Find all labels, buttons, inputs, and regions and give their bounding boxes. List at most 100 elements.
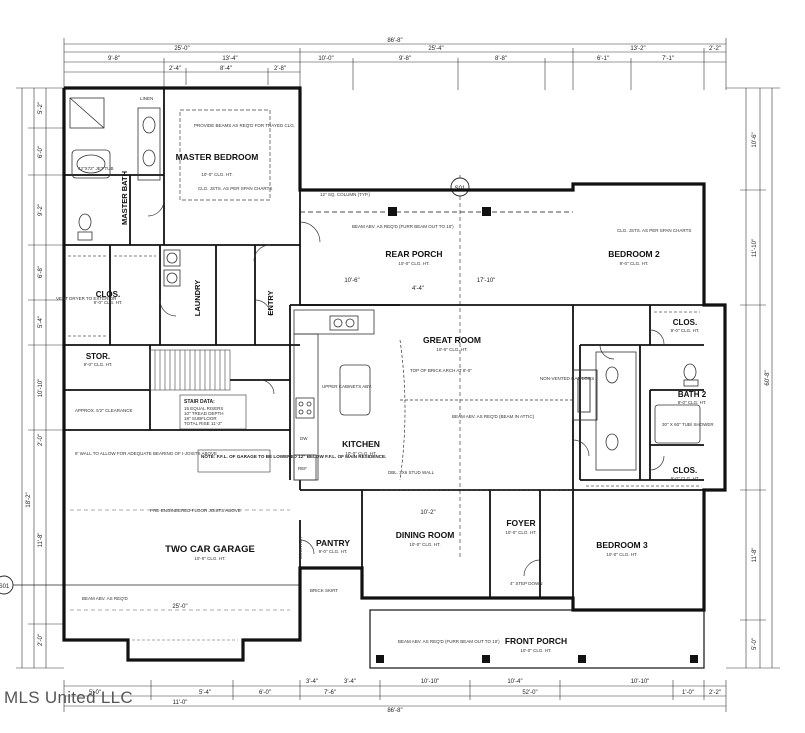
room-ceiling: 10'-0" CLG. HT. [194, 556, 225, 561]
dim-top: 6'-1" [597, 56, 609, 62]
brick-arch [380, 339, 573, 491]
stair-data-line: 10" TREAD DEPTH [184, 411, 224, 416]
room-label-master-bedroom: MASTER BEDROOM [176, 152, 259, 162]
room-label-bedroom-3: BEDROOM 3 [596, 540, 648, 550]
note-jet-tub: 42"X72" JET TUB [78, 166, 114, 171]
dim-dining: 10'-2" [420, 510, 435, 516]
jet-tub [71, 149, 111, 179]
room-label-foyer: FOYER [506, 518, 535, 528]
dim-great-room: 4'-4" [412, 286, 424, 292]
dim-bottom: 7'-6" [324, 690, 336, 696]
stair-data-title: STAIR DATA: [184, 399, 215, 405]
dim-right: 60'-8" [765, 370, 771, 385]
stair-data-line: 15 EQUAL RISERS [184, 406, 223, 411]
room-label-great-room: GREAT ROOM [423, 335, 481, 345]
dim-top: 2'-4" [169, 66, 181, 72]
dim-left: 2'-0" [38, 434, 44, 446]
dim-top: 2'-2" [709, 46, 721, 52]
room-ceiling: 9'-0" CLG. HT. [620, 261, 649, 266]
dimension-text-right: 10'-6" 11'-10" 60'-8" 11'-8" 5'-0" [752, 132, 771, 650]
room-label-entry: ENTRY [266, 290, 275, 315]
dimension-lines-right [726, 87, 780, 669]
room-label-pantry: PANTRY [316, 538, 350, 548]
room-label-garage: TWO CAR GARAGE [165, 544, 255, 555]
column [482, 655, 490, 663]
dim-bottom: 11'-0" [173, 700, 188, 706]
note-clearance: APPROX. 5'2" CLEARANCE [75, 408, 132, 413]
dim-top: 13'-4" [222, 56, 237, 62]
dim-right: 5'-0" [752, 638, 758, 650]
note-column: 12" SQ. COLUMN (TYP.) [320, 192, 371, 197]
room-label-master-bath: MASTER BATH [120, 171, 129, 225]
dim-top: 8'-8" [495, 56, 507, 62]
column [690, 655, 698, 663]
note-floor-joists: PRE-ENGINEERED FLOOR JOISTS ABOVE [150, 508, 241, 513]
room-ceiling: 10'-0" CLG. HT. [436, 347, 467, 352]
dim-top: 8'-4" [220, 66, 232, 72]
room-ceiling: 10'-0" CLG. HT. [409, 542, 440, 547]
dim-top: 25'-4" [428, 46, 443, 52]
dim-rear-porch: 17'-10" [477, 278, 496, 284]
note-stud-wall: DBL. 2X6 STUD WALL [388, 470, 435, 475]
dim-bottom: 3'-4" [306, 679, 318, 685]
room-label-closet: CLOS. [673, 318, 697, 327]
note-tray-beams: PROVIDE BEAMS AS REQ'D FOR TRAYED CLG. [194, 123, 295, 128]
columns [376, 207, 698, 663]
note-beam-front: BEAM ABV. AS REQ'D (FURR BEAM OUT TO 10'… [398, 639, 500, 644]
watermark: MLS United LLC [4, 688, 133, 707]
dim-left: 9'-2" [38, 204, 44, 216]
dim-top: 9'-8" [399, 56, 411, 62]
dim-bottom: 1'-0" [682, 690, 694, 696]
note-brick-arch: TOP OF BRICK ARCH AT 8'-0" [410, 368, 472, 373]
dim-left: 18'-2" [26, 492, 32, 507]
section-marker-left: S01 [0, 575, 300, 595]
note-gas-logs: NON-VENTED GAS LOGS [540, 376, 594, 381]
dimension-text-bottom: 11'-0" 10'-10" 52'-0" 10'-10" 1'-0" 2'-2… [89, 679, 721, 714]
note-joists: CLG. JSTS. AS PER SPAN CHARTS [617, 228, 691, 233]
porch-beams [300, 211, 704, 611]
stair-data-line: 18" SUBFLOOR [184, 416, 217, 421]
dim-left: 6'-0" [38, 146, 44, 158]
dim-bottom: 5'-0" [89, 690, 101, 696]
room-ceiling: 10'-0" CLG. HT. [606, 552, 637, 557]
note-brick-skirt: BRICK SKIRT [310, 588, 338, 593]
stair-data-box: STAIR DATA: 15 EQUAL RISERS 10" TREAD DE… [179, 394, 247, 430]
dim-bottom: 10'-4" [507, 679, 522, 685]
dim-bottom: 52'-0" [522, 690, 537, 696]
dim-left: 5'-4" [38, 316, 44, 328]
dim-garage-width: 25'-0" [172, 604, 187, 610]
note-bearing-wall: 8' WALL TO ALLOW FOR ADEQUATE BEARING OF… [75, 451, 217, 456]
room-ceiling: 9'-0" CLG. HT. [671, 328, 700, 333]
dim-rear-porch: 10'-6" [344, 278, 359, 284]
column [376, 655, 384, 663]
room-ceiling: 9'-0" CLG. HT. [84, 362, 113, 367]
note-counter: COUNTER [298, 536, 303, 559]
dim-left: 2'-0" [38, 634, 44, 646]
stair-data-line: TOTAL RISE 11'-2" [184, 421, 222, 426]
room-label-front-porch: FRONT PORCH [505, 636, 567, 646]
dimension-text-top: 86'-8" 25'-0" 25'-4" 13'-2" 2'-2" 9'-8" … [108, 38, 721, 72]
room-ceiling: 10'-0" CLG. HT. [345, 451, 376, 456]
room-ceiling: 10'-0" CLG. HT. [505, 530, 536, 535]
dim-right: 11'-10" [752, 239, 758, 257]
laundry-appliances [163, 249, 181, 287]
door-swings [147, 199, 665, 577]
room-label-storage: STOR. [86, 352, 110, 361]
room-ceiling: 9'-0" CLG. HT. [94, 300, 123, 305]
dim-top: 13'-2" [630, 46, 645, 52]
fireplace [572, 369, 598, 421]
dim-top: 10'-0" [318, 56, 333, 62]
column [578, 655, 586, 663]
dim-top: 25'-0" [174, 46, 189, 52]
dim-bottom-total: 86'-8" [387, 708, 402, 714]
note-fridge: REF [298, 466, 307, 471]
master-vanity [137, 107, 161, 181]
dimension-lines-bottom [63, 680, 727, 712]
room-ceiling: 9'-0" CLG. HT. [319, 549, 348, 554]
note-beam-rear: BEAM ABV. AS REQ'D (FURR BEAM OUT TO 10'… [352, 224, 454, 229]
dim-left: 5'-2" [38, 102, 44, 114]
room-ceiling: 9'-0" CLG. HT. [671, 476, 700, 481]
room-ceiling: 10'-0" CLG. HT. [398, 261, 429, 266]
closet-shelves [68, 255, 700, 487]
room-label-closet: CLOS. [673, 466, 697, 475]
